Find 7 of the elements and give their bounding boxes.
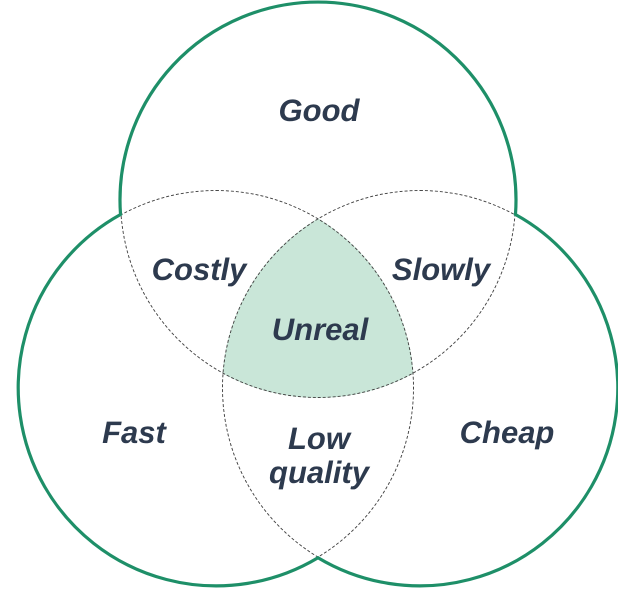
region-label: Slowly	[392, 252, 490, 288]
circle-label: Cheap	[460, 416, 554, 450]
region-label: Unreal	[272, 312, 368, 348]
circle-label: Fast	[102, 416, 166, 450]
region-label: Costly	[152, 252, 246, 288]
region-label: Low quality	[268, 422, 372, 490]
circle-label: Good	[278, 94, 360, 128]
